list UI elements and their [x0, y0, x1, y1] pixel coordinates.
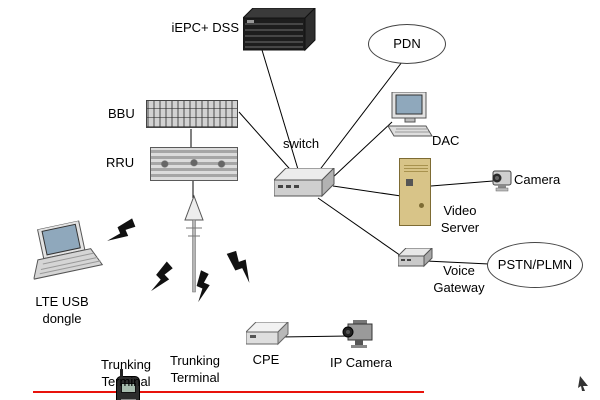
- tower-server-icon: [399, 158, 431, 226]
- tower-logo: [406, 179, 413, 186]
- desktop-computer-icon: [384, 91, 436, 147]
- switch-label: switch: [283, 136, 320, 151]
- lte-usb-dongle-label: LTE USB dongle: [35, 294, 89, 326]
- wireless-bolt-trunking-1: [148, 260, 177, 297]
- cpe-modem-icon: [244, 320, 290, 353]
- rru-label: RRU: [106, 155, 135, 170]
- camera-label: Camera: [514, 172, 561, 187]
- gateway-box-icon: [396, 246, 434, 273]
- dac-label: DAC: [432, 133, 460, 148]
- rru-unit-icon: [150, 147, 238, 181]
- voice-gateway-label: Voice Gateway: [433, 263, 485, 295]
- tower-power-button: [419, 203, 424, 208]
- cursor-artifact: [578, 376, 588, 391]
- antenna-mast-icon: [176, 194, 212, 303]
- trunking-terminal-1-label: Trunking Terminal: [100, 357, 152, 389]
- bbu-label: BBU: [108, 106, 135, 121]
- video-server-label: Video Server: [440, 203, 480, 235]
- wireless-bolt-laptop: [105, 216, 140, 249]
- phone-keypad: [121, 398, 136, 400]
- surveillance-camera-icon: [486, 166, 516, 201]
- laptop-icon: [24, 217, 108, 298]
- cpe-label: CPE: [252, 352, 280, 367]
- pstn-plmn-label: PSTN/PLMN: [497, 256, 573, 272]
- wireless-bolt-cpe: [224, 246, 259, 285]
- bbu-unit-icon: [146, 100, 238, 128]
- phone-antenna-stub: [120, 369, 123, 377]
- trunking-terminal-2-label: Trunking Terminal: [169, 353, 221, 385]
- ethernet-switch-icon: [272, 166, 336, 205]
- box-camera-icon: [340, 314, 380, 361]
- handset-phone-icon: [116, 369, 140, 400]
- epc-label: iEPC+ DSS: [171, 20, 239, 35]
- phone-screen: [121, 383, 136, 393]
- pdn-label: PDN: [393, 35, 421, 51]
- rack-server-icon: [241, 6, 317, 57]
- ip-camera-label: IP Camera: [330, 355, 392, 370]
- pdn-node: PDN: [368, 24, 446, 64]
- tower-vent: [404, 163, 428, 172]
- pstn-plmn-node: PSTN/PLMN: [487, 242, 583, 288]
